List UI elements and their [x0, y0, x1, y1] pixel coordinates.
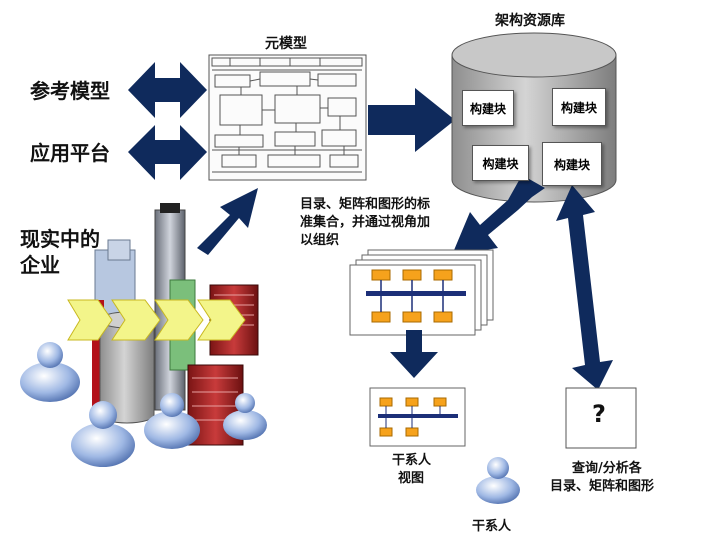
building-block-1: 构建块 — [462, 90, 514, 126]
catalog-note-line1: 目录、矩阵和图形的标 — [300, 197, 431, 212]
catalog-to-view-arrow — [390, 330, 438, 378]
person-icon — [71, 401, 135, 467]
stakeholder-label: 干系人 — [472, 519, 512, 534]
metamodel-to-repository-arrow — [368, 88, 455, 152]
reference-model-double-arrow — [128, 62, 207, 118]
building-block-2: 构建块 — [552, 88, 606, 126]
catalog-note-line3: 以组织 — [300, 233, 340, 248]
enterprise-illustration — [67, 203, 259, 446]
application-platform-double-arrow — [128, 125, 207, 180]
repository-query-double-arrow — [556, 185, 613, 390]
question-mark: ? — [592, 400, 606, 428]
stakeholder-person-icon — [476, 457, 520, 504]
catalog-note-line2: 准集合，并通过视角加 — [300, 215, 431, 230]
repository-label: 架构资源库 — [495, 13, 565, 29]
stakeholder-view-label-line1: 干系人 — [392, 453, 432, 468]
query-box — [565, 387, 637, 449]
query-label-line1: 查询/分析各 — [572, 461, 642, 476]
metamodel-diagram — [208, 54, 367, 181]
enterprise-to-metamodel-arrow — [197, 188, 258, 255]
metamodel-label: 元模型 — [265, 36, 307, 52]
real-enterprise-label-line2: 企业 — [20, 253, 60, 277]
application-platform-label: 应用平台 — [30, 141, 110, 165]
person-icon — [144, 393, 200, 449]
stakeholder-view-sheet — [369, 387, 466, 447]
catalog-stack — [349, 249, 494, 336]
real-enterprise-label-line1: 现实中的 — [20, 227, 100, 251]
repository-to-catalog-arrow — [452, 175, 545, 255]
building-block-3: 构建块 — [472, 145, 529, 181]
stakeholder-view-label-line2: 视图 — [398, 471, 425, 486]
query-label-line2: 目录、矩阵和图形 — [550, 479, 655, 494]
person-icon — [20, 342, 80, 402]
reference-model-label: 参考模型 — [30, 79, 110, 103]
person-icon — [223, 393, 267, 440]
building-block-4: 构建块 — [542, 142, 602, 186]
